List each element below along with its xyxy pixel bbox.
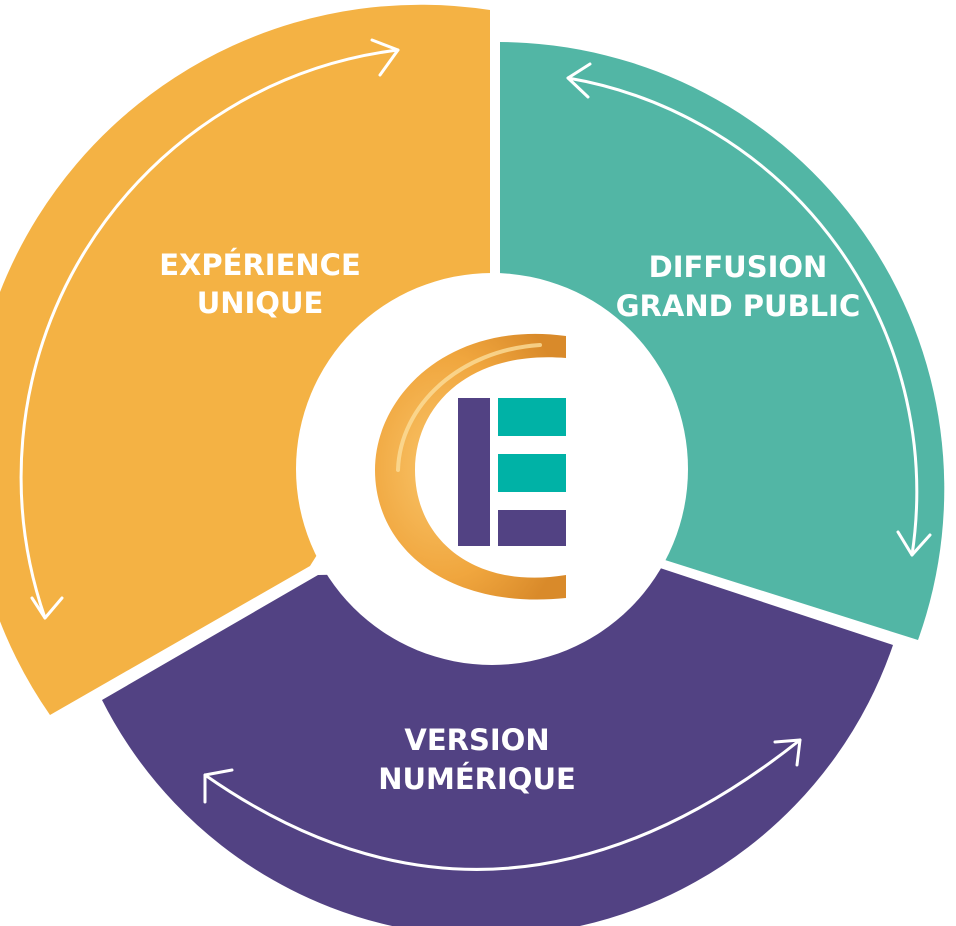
cycle-arrow-version	[203, 738, 802, 871]
logo-e-bar-middle	[498, 454, 566, 492]
label-diffusion-line1: DIFFUSION	[649, 250, 828, 284]
logo-i-bar	[458, 398, 490, 546]
cycle-arrow-experience	[19, 38, 400, 620]
label-version-line1: VERSION	[404, 723, 549, 757]
logo-c-highlight	[396, 343, 542, 472]
label-experience-line1: EXPÉRIENCE	[159, 248, 361, 282]
label-experience-line2: UNIQUE	[197, 286, 324, 320]
segment-version-numerique	[102, 568, 893, 926]
segment-diffusion-grand-public	[500, 42, 945, 640]
cycle-arrow-diffusion	[566, 62, 932, 557]
center-circle	[296, 273, 688, 665]
logo-e-bar-top	[498, 398, 566, 436]
label-diffusion-line2: GRAND PUBLIC	[616, 289, 860, 323]
ce-logo-icon	[375, 333, 566, 600]
label-version-line2: NUMÉRIQUE	[378, 762, 576, 796]
logo-e-bar-bottom	[498, 510, 566, 546]
segment-experience-unique	[0, 4, 490, 715]
